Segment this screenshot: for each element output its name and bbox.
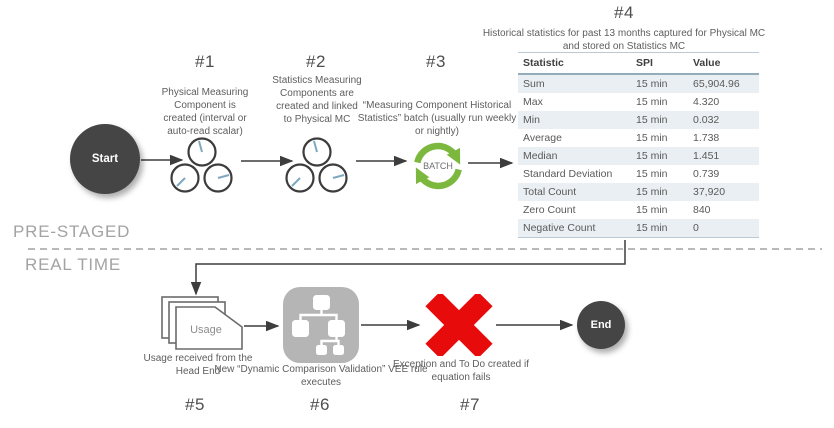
table-cell: 0.739 [693, 168, 720, 180]
table-cell: 0 [688, 219, 759, 238]
table-cell: 15 min [631, 74, 688, 93]
batch-refresh-icon: BATCH [414, 142, 462, 190]
measuring-components-icon-2 [285, 137, 348, 193]
table-cell: 65,904.96 [688, 74, 759, 93]
table-cell: Median [518, 147, 631, 165]
table-cell: 15 min [631, 147, 688, 165]
step-number-1: #1 [195, 52, 215, 71]
step-number-3: #3 [426, 52, 446, 71]
table-row: Standard Deviation 15 min 0.739 [518, 165, 759, 183]
section-label-real-time: REAL TIME [25, 255, 122, 274]
table-cell: Max [523, 96, 543, 108]
step-number-2: #2 [306, 52, 326, 71]
table-cell: 15 min [631, 111, 688, 129]
table-cell: Negative Count [518, 219, 631, 238]
table-cell: 1.738 [693, 132, 720, 144]
table-cell: 0.032 [688, 111, 759, 129]
table-cell: Sum [518, 74, 631, 93]
table-cell: 15 min [636, 168, 668, 180]
step2-caption: Statistics Measuring Components are crea… [272, 75, 362, 125]
step7-caption: Exception and To Do created if equation … [392, 359, 529, 383]
table-cell: 15 min [636, 96, 668, 108]
table-cell: 15 min [631, 183, 688, 201]
end-node: End [577, 301, 625, 349]
table-row: Zero Count 15 min 840 [518, 201, 759, 219]
section-label-pre-staged: PRE-STAGED [13, 222, 131, 241]
table-cell: 15 min [636, 204, 668, 216]
usage-icon-label: Usage [190, 324, 222, 336]
start-node: Start [70, 124, 140, 194]
table-header-cell: Value [688, 52, 759, 75]
table-cell: Standard Deviation [523, 168, 613, 180]
step3-caption: “Measuring Component Historical Statisti… [357, 100, 517, 137]
step-number-7: #7 [460, 395, 480, 414]
step5-caption: Usage received from the Head End [143, 353, 253, 377]
table-cell: 15 min [631, 219, 688, 238]
step-number-5: #5 [185, 395, 205, 414]
table-cell: Min [518, 111, 631, 129]
arrow-table-to-usage [190, 240, 626, 296]
table-cell: 1.451 [688, 147, 759, 165]
usage-documents-icon: Usage [161, 296, 243, 350]
step-number-4: #4 [614, 3, 634, 22]
table-header-cell: Statistic [518, 52, 631, 75]
table-cell: Average [523, 132, 562, 144]
clock-icon [187, 137, 217, 167]
table-row: Average 15 min 1.738 [518, 129, 759, 147]
vee-rule-flowchart-icon [283, 287, 359, 363]
step4-caption: Historical statistics for past 13 months… [482, 28, 766, 52]
table-cell: 15 min [636, 132, 668, 144]
exception-x-icon [425, 294, 493, 356]
step1-caption: Physical Measuring Component is created … [161, 87, 249, 137]
step6-caption: New “Dynamic Comparison Validation” VEE … [214, 364, 428, 388]
step-number-6: #6 [310, 395, 330, 414]
table-cell: 840 [693, 204, 711, 216]
batch-icon-label: BATCH [423, 161, 453, 171]
table-header-cell: SPI [631, 52, 688, 75]
clock-icon [302, 137, 332, 167]
table-cell: 4.320 [693, 96, 720, 108]
table-cell: Total Count [518, 183, 631, 201]
measuring-components-icon-1 [170, 137, 233, 193]
table-cell: 37,920 [688, 183, 759, 201]
table-cell: Zero Count [523, 204, 576, 216]
table-row: Max 15 min 4.320 [518, 93, 759, 111]
